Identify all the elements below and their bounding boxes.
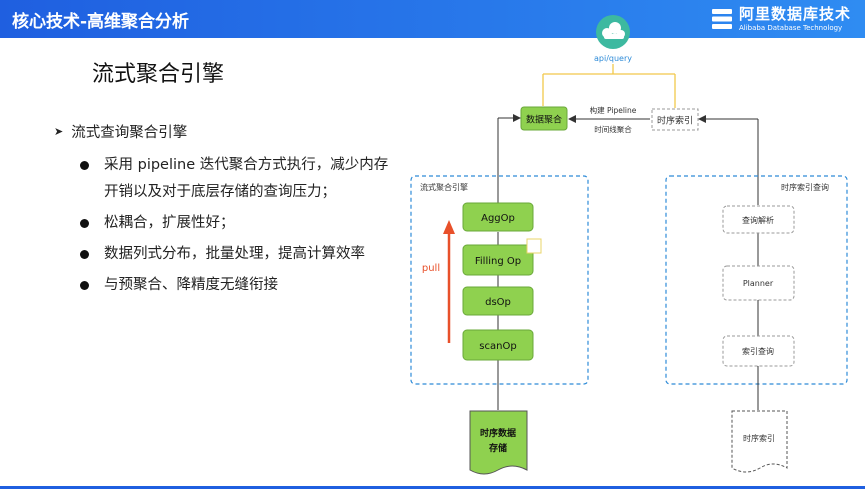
ts-index-storage-doc: 时序索引 [731, 410, 788, 473]
bullet-item: 数据列式分布，批量处理，提高计算效率 [70, 241, 440, 268]
bullet-main-text: 流式查询聚合引擎 [71, 125, 188, 141]
bullet-dot-icon [80, 161, 89, 170]
header-title: 核心技术-高维聚合分析 [12, 12, 190, 32]
brand-logo: 阿里数据库技术 Alibaba Database Technology [711, 3, 851, 35]
bullet-item-line: 与预聚合、降精度无缝衔接 [104, 277, 278, 293]
pipeline-label-1: 构建 Pipeline [590, 105, 637, 115]
brand-name-en: Alibaba Database Technology [738, 23, 843, 32]
ts-index-box-label: 时序索引 [657, 115, 693, 127]
bullet-item: 松耦合，扩展性好； [70, 210, 440, 237]
index-step-label: 索引查询 [742, 346, 774, 356]
storage-label-line2: 存储 [489, 442, 507, 454]
left-connector [497, 114, 521, 204]
stream-engine-container [410, 175, 589, 385]
bullet-item: 采用 pipeline 迭代聚合方式执行，减少内存 开销以及对于底层存储的查询压… [70, 152, 440, 206]
api-query-label: api/query [594, 54, 632, 63]
bullet-list: ➤ 流式查询聚合引擎 采用 pipeline 迭代聚合方式执行，减少内存 开销以… [54, 121, 440, 299]
bullet-item: 与预聚合、降精度无缝衔接 [70, 272, 440, 299]
stream-engine-label: 流式聚合引擎 [420, 182, 468, 192]
header-bar: 核心技术-高维聚合分析 阿里数据库技术 Alibaba Database Tec… [0, 0, 865, 38]
bullet-dot-icon [80, 219, 89, 228]
alibaba-database-icon [711, 9, 732, 29]
ts-index-query-container [665, 175, 848, 385]
pipeline-label-2: 时间线聚合 [594, 124, 632, 134]
api-connector [542, 64, 676, 108]
arrow-bullet-icon: ➤ [54, 125, 64, 138]
op-label: Filling Op [475, 256, 521, 267]
bullet-item-line: 采用 pipeline 迭代聚合方式执行，减少内存 [104, 157, 389, 173]
index-step-box: Planner [722, 265, 795, 301]
index-step-box: 索引查询 [722, 335, 795, 367]
bullet-item-line: 数据列式分布，批量处理，提高计算效率 [104, 246, 365, 262]
slide-title: 流式聚合引擎 [92, 62, 225, 87]
bullet-item-line: 开销以及对于底层存储的查询压力； [104, 184, 336, 200]
op-label: AggOp [481, 213, 515, 224]
marker-square [526, 238, 542, 254]
op-box: scanOp [462, 329, 534, 361]
op-box: dsOp [462, 286, 534, 316]
op-box: AggOp [462, 202, 534, 232]
bullet-item-line: 松耦合，扩展性好； [104, 215, 235, 231]
brand-name-cn: 阿里数据库技术 [738, 4, 851, 23]
right-connector [698, 115, 759, 205]
bullet-dot-icon [80, 281, 89, 290]
ts-index-storage-label: 时序索引 [743, 433, 775, 443]
index-step-box: 查询解析 [722, 205, 795, 234]
op-label: dsOp [485, 297, 511, 308]
op-label: scanOp [479, 341, 516, 352]
api-cloud-icon [596, 15, 630, 49]
op-box: Filling Op [462, 244, 534, 276]
pull-arrow [443, 220, 455, 343]
pull-label: pull [422, 263, 440, 274]
bullet-dot-icon [80, 250, 89, 259]
bullet-main: ➤ 流式查询聚合引擎 [54, 121, 440, 142]
storage-label-line1: 时序数据 [480, 427, 516, 439]
index-step-label: Planner [743, 279, 774, 288]
index-step-label: 查询解析 [742, 215, 774, 225]
data-aggregation-label: 数据聚合 [526, 114, 562, 126]
ts-data-storage-doc: 时序数据 存储 [469, 410, 528, 475]
bottom-rule [0, 486, 865, 489]
data-aggregation-box [520, 106, 568, 131]
ts-index-query-label: 时序索引查询 [781, 182, 829, 192]
